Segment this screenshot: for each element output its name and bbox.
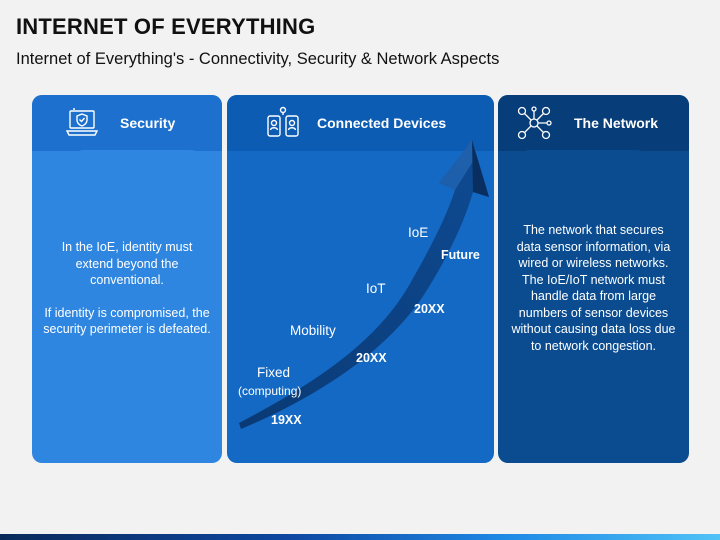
connected-devices-icon bbox=[263, 103, 303, 143]
security-text-2: If identity is compromised, the security… bbox=[43, 305, 211, 337]
stage-iot-year: 20XX bbox=[414, 302, 445, 316]
footer-bar bbox=[0, 534, 720, 540]
stage-fixed-sub: (computing) bbox=[238, 384, 302, 398]
page-subtitle: Internet of Everything's - Connectivity,… bbox=[16, 50, 500, 68]
stage-mobility-year: 20XX bbox=[356, 351, 387, 365]
stage-iot-label: IoT bbox=[366, 281, 386, 296]
stage-fixed-label: Fixed bbox=[257, 365, 291, 380]
network-title: The Network bbox=[574, 115, 659, 131]
network-tab-decoration bbox=[519, 150, 647, 195]
security-tab-decoration bbox=[73, 150, 201, 195]
page-title: INTERNET OF EVERYTHING bbox=[16, 14, 316, 39]
devices-title: Connected Devices bbox=[317, 115, 447, 131]
devices-panel: Connected Devices bbox=[227, 95, 494, 463]
laptop-shield-icon bbox=[62, 103, 102, 143]
growth-arrow bbox=[239, 140, 489, 429]
stage-ioe-label: IoE bbox=[408, 225, 429, 240]
devices-header: Connected Devices bbox=[227, 95, 494, 151]
network-header: The Network bbox=[498, 95, 689, 151]
security-title: Security bbox=[120, 115, 176, 131]
security-text-1: In the IoE, identity must extend beyond … bbox=[61, 240, 193, 287]
stage-mobility-label: Mobility bbox=[290, 323, 336, 338]
network-people-icon bbox=[514, 103, 554, 143]
stage-ioe-year: Future bbox=[441, 248, 480, 262]
security-header: Security bbox=[32, 95, 222, 151]
stage-fixed-year: 19XX bbox=[271, 413, 302, 427]
network-text: The network that secures data sensor inf… bbox=[511, 223, 676, 353]
